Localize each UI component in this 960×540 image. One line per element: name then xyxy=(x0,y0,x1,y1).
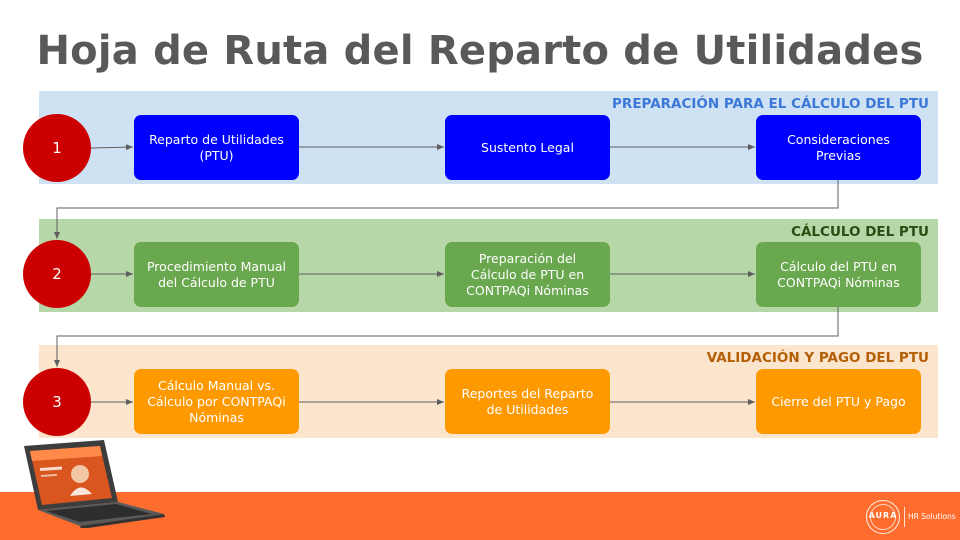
phase-3-number: 3 xyxy=(23,368,91,436)
phase-1-label: PREPARACIÓN PARA EL CÁLCULO DEL PTU xyxy=(612,96,929,112)
page-title: Hoja de Ruta del Reparto de Utilidades xyxy=(36,28,924,74)
logo-divider xyxy=(904,507,905,527)
step-3-3: Cierre del PTU y Pago xyxy=(756,369,921,434)
step-1-3: Consideraciones Previas xyxy=(756,115,921,180)
step-2-3: Cálculo del PTU en CONTPAQi Nóminas xyxy=(756,242,921,307)
arrow-phase-2-to-3 xyxy=(54,307,839,367)
step-2-2: Preparación del Cálculo de PTU en CONTPA… xyxy=(445,242,610,307)
step-1-1: Reparto de Utilidades (PTU) xyxy=(134,115,299,180)
phase-1-number: 1 xyxy=(23,114,91,182)
step-1-2: Sustento Legal xyxy=(445,115,610,180)
step-3-1: Cálculo Manual vs. Cálculo por CONTPAQi … xyxy=(134,369,299,434)
aura-logo-name: AURA xyxy=(868,511,898,520)
phase-2-number: 2 xyxy=(23,240,91,308)
step-2-1: Procedimiento Manual del Cálculo de PTU xyxy=(134,242,299,307)
arrow-1-0 xyxy=(90,144,134,151)
arrow-phase-1-to-2 xyxy=(54,180,839,239)
aura-logo-subtitle: HR Solutions xyxy=(908,512,956,521)
phase-3-label: VALIDACIÓN Y PAGO DEL PTU xyxy=(706,350,929,366)
laptop-icon xyxy=(24,440,165,528)
phase-2-label: CÁLCULO DEL PTU xyxy=(791,224,929,240)
step-3-2: Reportes del Reparto de Utilidades xyxy=(445,369,610,434)
aura-logo-ring xyxy=(866,500,900,534)
